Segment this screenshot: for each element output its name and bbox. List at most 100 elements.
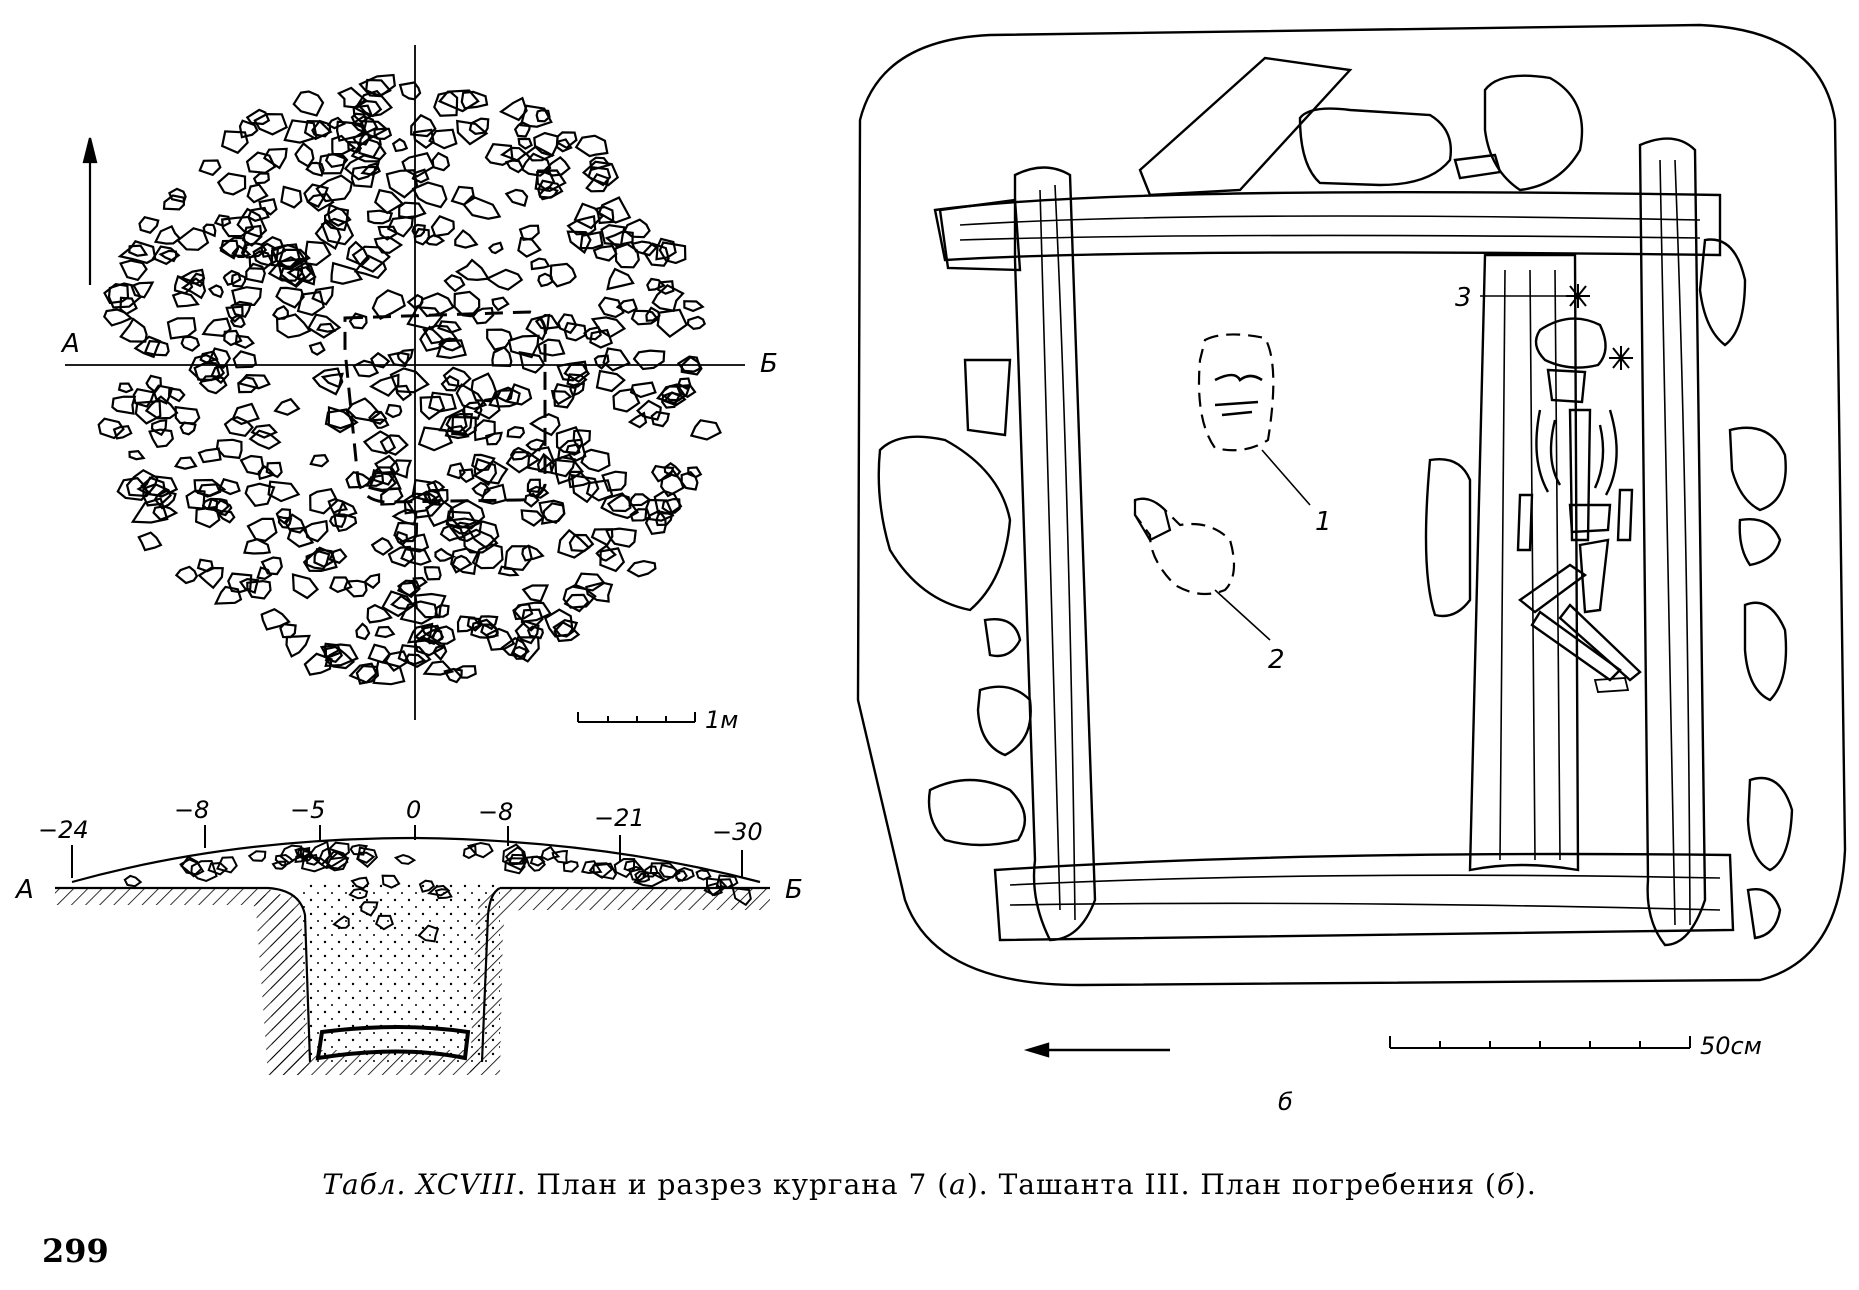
elevation-labels: −24 −8 −5 0 −8 −21 −30 [38,796,763,846]
stone [280,185,303,209]
stone [427,884,451,897]
stone [427,391,457,413]
stone [646,277,666,292]
stone [246,579,272,600]
stone [144,395,179,420]
stone [455,383,488,411]
stone [466,841,494,859]
stone [389,367,430,394]
stone [369,373,400,397]
grave-pit-outline [856,23,1847,987]
stone [606,267,635,291]
stone [189,272,205,288]
stone [343,154,381,181]
stone [253,112,288,136]
stone [425,498,455,528]
stone [130,497,169,524]
stone [468,117,490,135]
stone [473,419,496,442]
stone [417,426,454,452]
stone [309,487,339,515]
stone [315,174,354,203]
stone [112,425,133,440]
stone [231,244,252,258]
elevation-label: −8 [478,798,513,826]
stone [562,860,579,873]
mound-section [55,825,770,1075]
stone [355,622,371,641]
stone [632,349,666,371]
stone [530,257,551,271]
stone [517,236,542,258]
caption-part-3: ). [1514,1168,1537,1201]
stone [117,382,134,394]
elevation-label: −5 [290,796,325,824]
stone [148,428,174,448]
stone [140,475,179,498]
stone [398,81,422,101]
stone [550,390,573,406]
stone [232,350,257,369]
stone [661,391,681,409]
stone [570,473,600,504]
stone [171,291,200,308]
grave-goods [1133,333,1275,596]
stone [320,217,355,246]
stone [419,395,446,421]
stone [600,223,626,246]
stone [296,290,325,317]
stone [231,402,260,426]
stone [143,340,170,357]
stone [484,143,514,166]
stone [387,351,410,368]
stone [283,119,318,144]
stone [504,846,525,865]
ground-hatch-right [470,888,770,1075]
stone [317,847,348,870]
stone [579,231,604,250]
stone [327,406,359,434]
stone [470,372,499,403]
stone [215,438,243,460]
stone [413,624,445,646]
pit-fill [300,880,500,1067]
stone [731,886,752,907]
stone [540,502,566,525]
stone [521,584,550,603]
stone [180,335,201,352]
stone [241,224,263,247]
stone [615,298,638,314]
stone [595,544,617,562]
scale-label-1m: 1м [705,706,738,734]
stone [252,172,270,185]
axis-label-b: Б [760,349,778,379]
stone [595,205,615,225]
stone [485,627,516,651]
stone [279,844,303,865]
stone [462,195,502,220]
stone [193,361,221,382]
callout-3: 3 [1455,283,1472,313]
stone [414,592,447,619]
stone [398,201,427,220]
stone [291,573,320,600]
stone [398,533,430,553]
stone [350,112,368,130]
stone [612,387,641,413]
stone [180,855,203,878]
caption-prefix: Табл. XCVIII [322,1168,517,1201]
stone [324,207,350,232]
stone [556,131,578,150]
stone [592,244,618,262]
elevation-label: −24 [38,816,89,844]
stone [518,351,546,374]
stone [537,338,566,357]
stone [373,235,404,254]
stone [592,862,618,880]
stone [276,257,313,289]
stone [145,374,162,394]
stone [244,482,276,507]
stone [358,73,396,98]
stone [661,497,681,514]
stone [524,855,546,872]
